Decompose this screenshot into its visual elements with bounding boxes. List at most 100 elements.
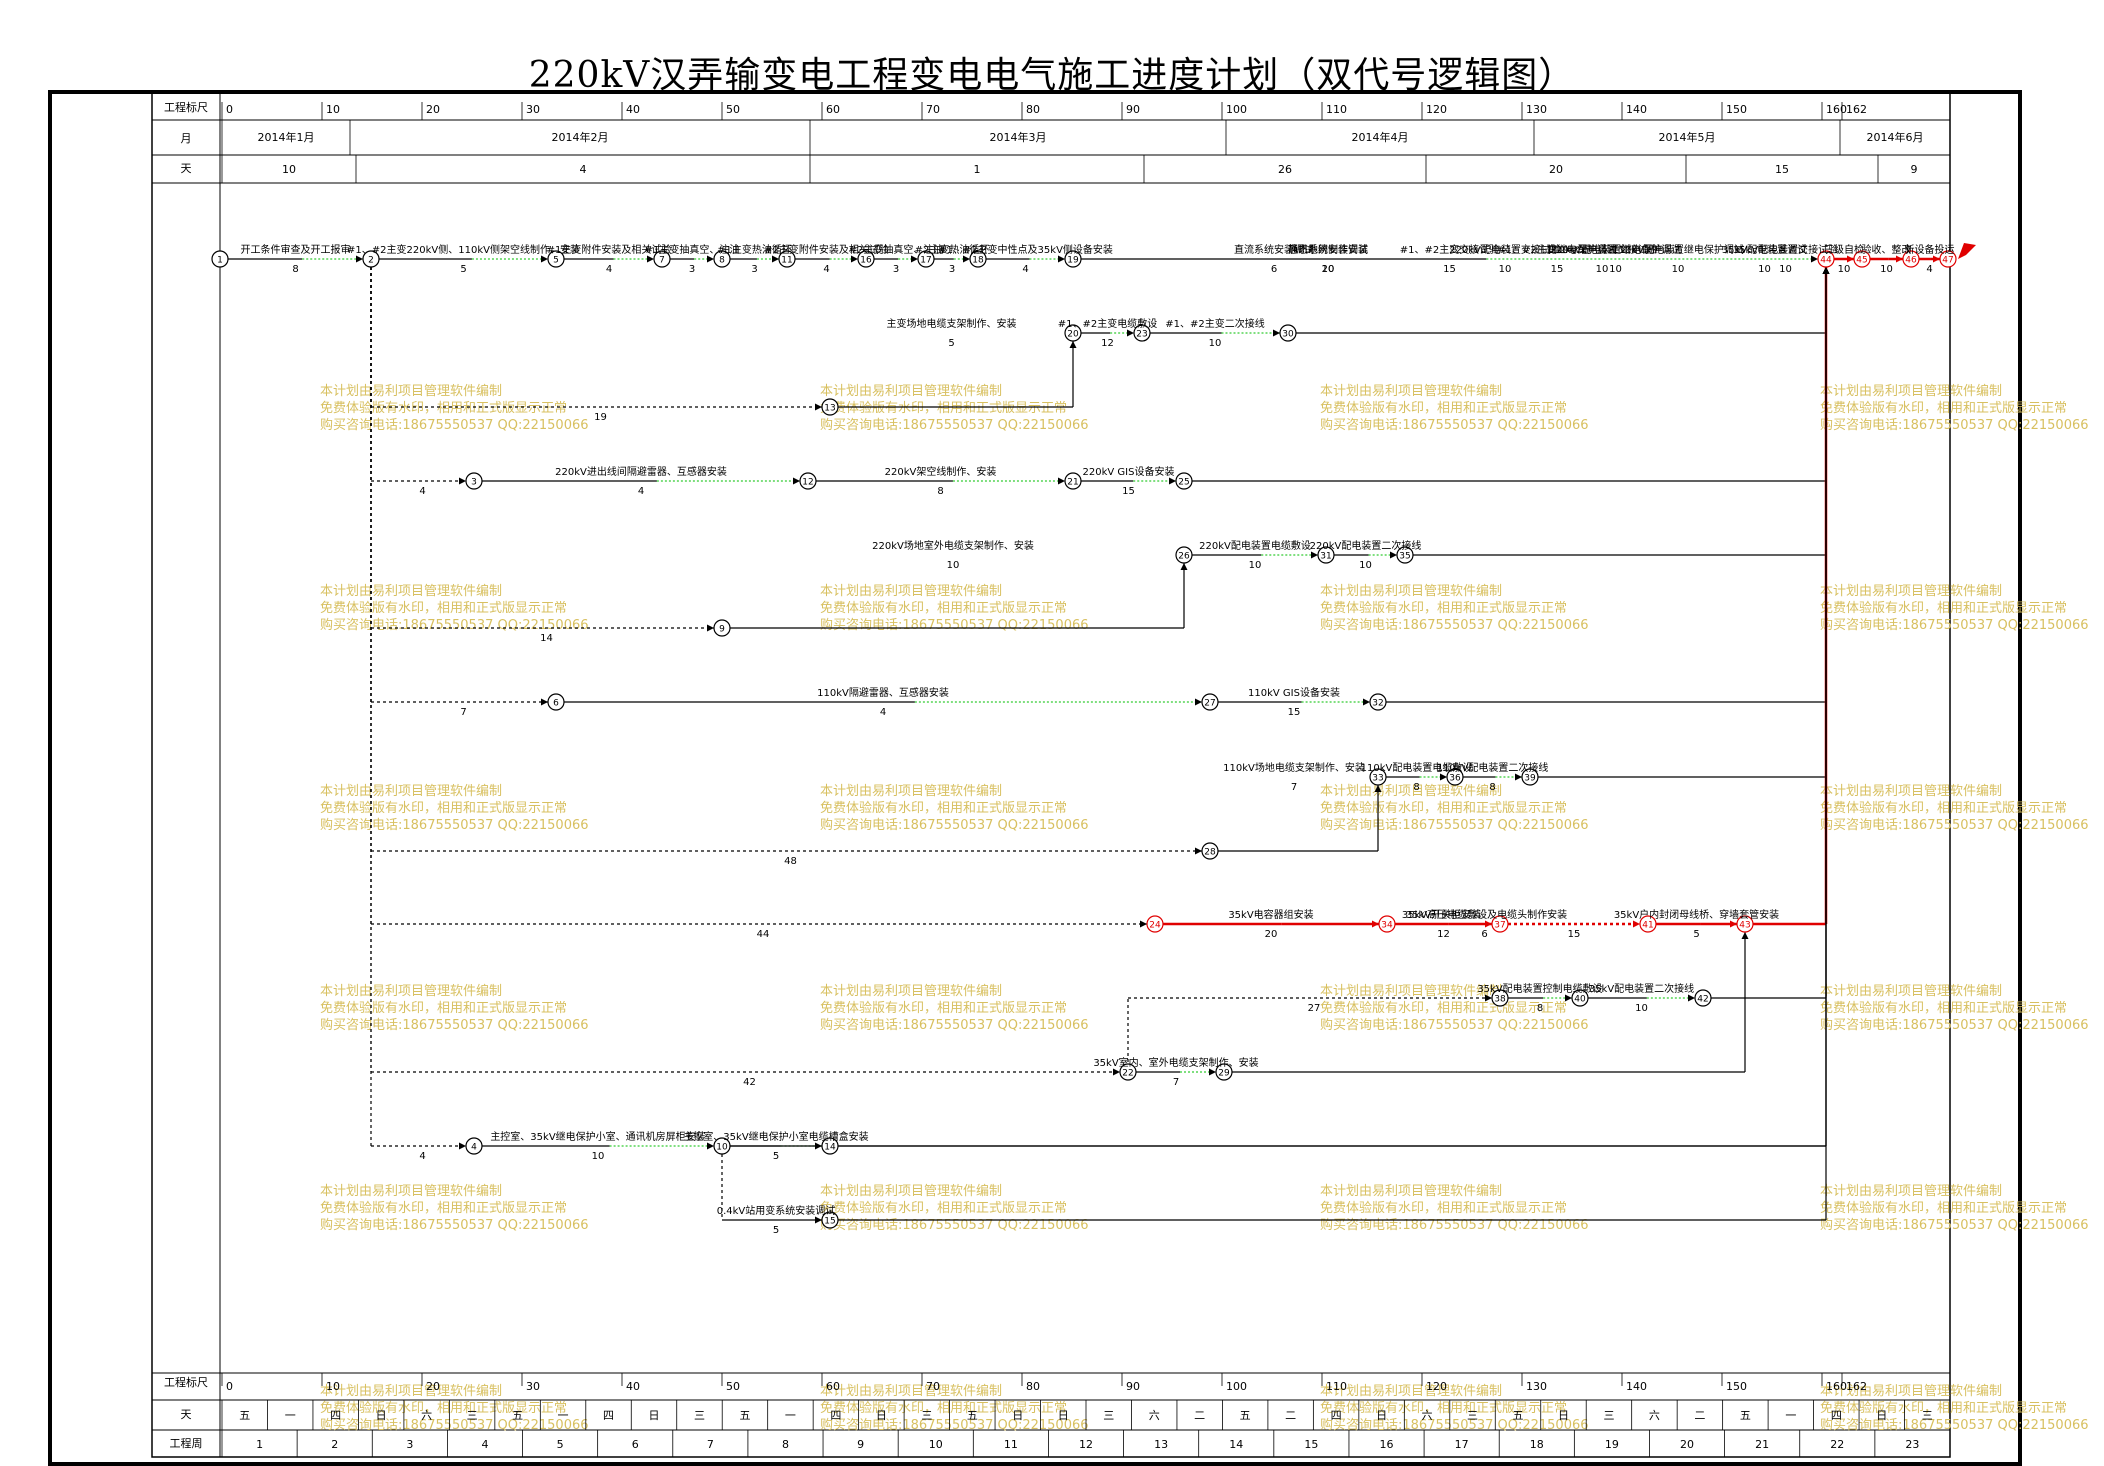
footer-scale-tick-label: 60 [826, 1380, 840, 1393]
network-node: 24 [1146, 915, 1164, 933]
month-label: 2014年6月 [1867, 130, 1924, 144]
activity-name: 220kV架空线制作、安装 [885, 465, 997, 478]
node-circle [362, 250, 380, 268]
activity-duration: 42 [743, 1077, 756, 1088]
watermark-text: 购买咨询电话:18675550537 QQ:22150066 [320, 417, 589, 433]
node-number: 19 [1067, 256, 1079, 266]
weekday-label: 三 [921, 1409, 932, 1422]
watermark-text: 购买咨询电话:18675550537 QQ:22150066 [1320, 1417, 1589, 1433]
finish-flag-icon [1958, 243, 1976, 259]
watermark-text: 免费体验版有水印，相用和正式版显示正常 [1820, 600, 2067, 616]
activity-arrow [1169, 477, 1176, 485]
activity-arrow [1741, 932, 1749, 939]
footer-scale-label: 工程标尺 [164, 1375, 208, 1389]
activity-duration: 5 [773, 1151, 779, 1162]
activity-name: 220kV进出线间隔避雷器、互感器安装 [555, 465, 727, 478]
weekday-label: 五 [239, 1409, 250, 1422]
network-node: 41 [1639, 915, 1657, 933]
month-label: 2014年5月 [1659, 130, 1716, 144]
activity-duration: 7 [1173, 1077, 1179, 1088]
weekday-label: 五 [739, 1409, 750, 1422]
week-label: 20 [1680, 1438, 1694, 1451]
activity-arrow [1058, 255, 1065, 263]
scale-tick-label: 120 [1426, 103, 1447, 116]
weekday-label: 五 [512, 1409, 523, 1422]
footer-scale-tick-label: 80 [1026, 1380, 1040, 1393]
weekday-label: 三 [694, 1409, 705, 1422]
activity-name: 35kV配电装置交接试验 [1733, 243, 1838, 256]
activity-name: #1、#2主变二次接线 [1165, 317, 1264, 330]
activity-arrow [1515, 773, 1522, 781]
watermark-text: 购买咨询电话:18675550537 QQ:22150066 [320, 817, 589, 833]
footer-scale-tick-label: 20 [426, 1380, 440, 1393]
node-circle [547, 693, 565, 711]
node-number: 38 [1494, 995, 1506, 1005]
weekday-label: 三 [1467, 1409, 1478, 1422]
node-circle [1639, 915, 1657, 933]
weekday-label: 二 [1694, 1409, 1705, 1422]
watermark-text: 购买咨询电话:18675550537 QQ:22150066 [1320, 1017, 1589, 1033]
node-circle [1817, 250, 1835, 268]
weekday-label: 四 [1331, 1409, 1342, 1422]
week-label: 8 [782, 1438, 789, 1451]
watermark-text: 购买咨询电话:18675550537 QQ:22150066 [1320, 417, 1589, 433]
activity-arrow [647, 255, 654, 263]
scale-tick-label: 30 [526, 103, 540, 116]
activity-duration: 10 [1758, 264, 1771, 275]
activity-arrow [1180, 563, 1188, 570]
watermark-text: 购买咨询电话:18675550537 QQ:22150066 [320, 617, 589, 633]
node-circle [713, 619, 731, 637]
network-node: 17 [917, 250, 935, 268]
weekday-label: 日 [1058, 1409, 1069, 1422]
node-number: 40 [1574, 995, 1586, 1005]
network-node: 45 [1853, 250, 1871, 268]
activity-duration: 14 [540, 633, 553, 644]
week-label: 7 [707, 1438, 714, 1451]
activity-duration: 8 [1489, 782, 1495, 793]
activity-arrow [1933, 255, 1940, 263]
node-number: 18 [972, 256, 984, 266]
watermark-text: 购买咨询电话:18675550537 QQ:22150066 [820, 417, 1089, 433]
node-circle [1694, 989, 1712, 1007]
weekday-label: 四 [1831, 1409, 1842, 1422]
activity-arrow [772, 255, 779, 263]
node-circle [1853, 250, 1871, 268]
activity-arrow [815, 1216, 822, 1224]
watermark-text: 免费体验版有水印，相用和正式版显示正常 [1320, 1000, 1567, 1016]
node-number: 13 [824, 404, 835, 414]
month-label: 2014年4月 [1352, 130, 1409, 144]
weekday-label: 五 [1513, 1409, 1524, 1422]
activity-name: 110kV配电装置电缆敷设 [1361, 761, 1473, 774]
node-circle [1133, 324, 1151, 342]
node-circle [1571, 989, 1589, 1007]
outer-frame [48, 90, 2022, 1466]
scale-tick-label: 90 [1126, 103, 1140, 116]
activity-arrow [1069, 341, 1077, 348]
activity-name: 主控室、35kV继电保护小室、通讯机房屏柜安装 [490, 1130, 705, 1143]
node-number: 25 [1178, 478, 1189, 488]
watermark-text: 免费体验版有水印，相用和正式版显示正常 [820, 400, 1067, 416]
activity-arrow [1485, 920, 1492, 928]
node-circle [1279, 324, 1297, 342]
watermark-text: 本计划由易利项目管理软件编制 [1820, 384, 2002, 399]
watermark-text: 本计划由易利项目管理软件编制 [820, 1184, 1002, 1199]
activity-name: 通讯系统安装调试 [1288, 243, 1368, 256]
node-number: 6 [553, 699, 559, 709]
activity-duration: 12 [1101, 338, 1114, 349]
network-node: 7 [653, 250, 671, 268]
scale-tick-label: 150 [1726, 103, 1747, 116]
activity-arrow [1633, 920, 1640, 928]
activity-arrow [1822, 267, 1830, 274]
activity-arrow [1390, 551, 1397, 559]
watermark-text: 购买咨询电话:18675550537 QQ:22150066 [1820, 417, 2089, 433]
weekday-label: 五 [1740, 1409, 1751, 1422]
activity-arrow [815, 403, 822, 411]
watermark-text: 购买咨询电话:18675550537 QQ:22150066 [320, 1017, 589, 1033]
scale-tick-label: 160 [1826, 103, 1847, 116]
activity-name: 110kV配电装置继电保护调试 [1612, 243, 1744, 256]
watermark-text: 免费体验版有水印，相用和正式版显示正常 [320, 400, 567, 416]
activity-duration: 4 [880, 707, 886, 718]
node-number: 3 [471, 478, 477, 488]
network-node: 14 [821, 1137, 839, 1155]
